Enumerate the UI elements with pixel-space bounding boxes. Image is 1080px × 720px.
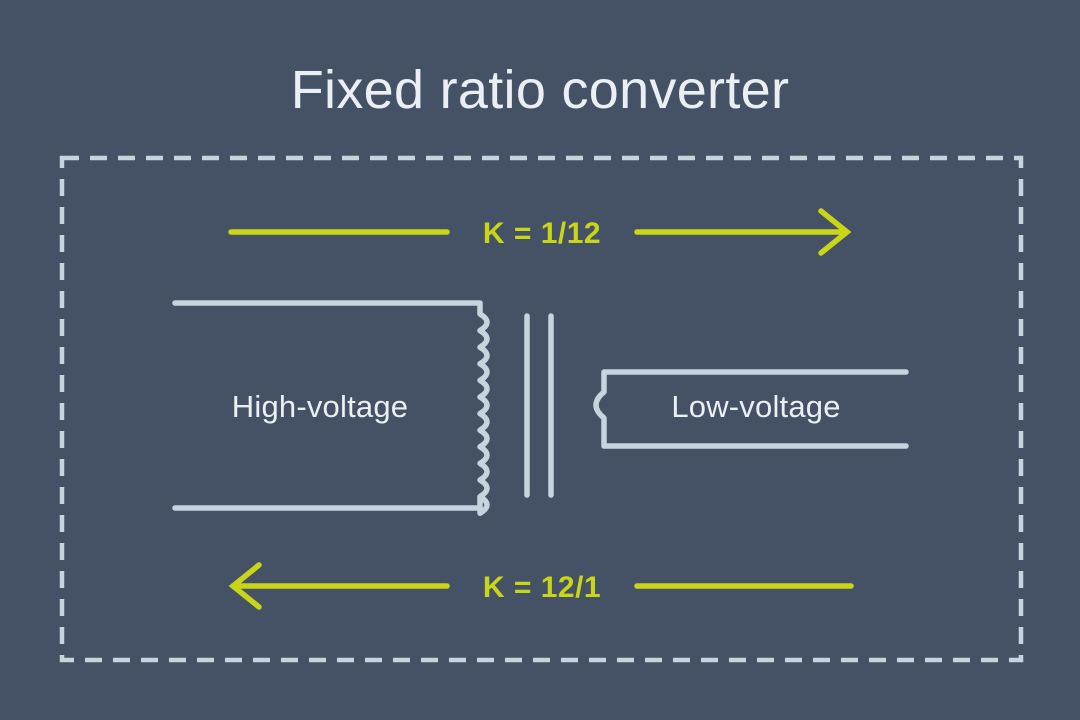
bottom-ratio-label: K = 12/1: [483, 571, 601, 604]
transformer-core: [524, 313, 554, 498]
top-arrow-head-icon: [818, 208, 852, 256]
secondary-coil-path: [593, 369, 909, 449]
primary-coil-path: [172, 300, 490, 516]
primary-label: High-voltage: [232, 389, 408, 424]
top-ratio-arrow: K = 1/12: [228, 208, 852, 256]
primary-winding: High-voltage: [172, 300, 490, 516]
bottom-arrow-head-icon: [228, 562, 262, 610]
page-title: Fixed ratio converter: [291, 60, 790, 120]
bottom-ratio-arrow: K = 12/1: [228, 562, 854, 610]
dashed-boundary: [59, 155, 1024, 663]
secondary-label: Low-voltage: [671, 389, 840, 424]
top-ratio-label: K = 1/12: [483, 217, 601, 250]
secondary-winding: Low-voltage: [593, 369, 909, 449]
